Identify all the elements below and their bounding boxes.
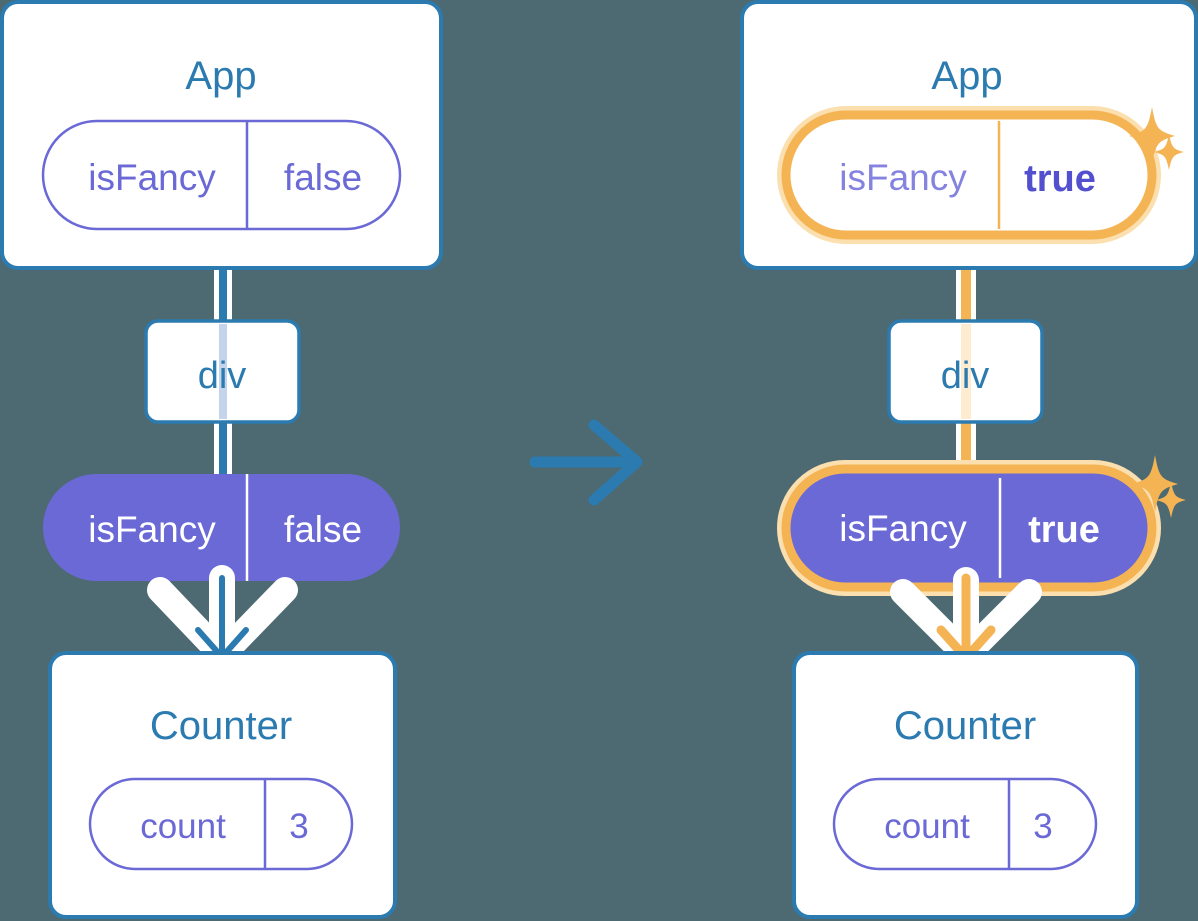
div-label-after: div [941,355,990,397]
app-pill-before [41,119,402,231]
app-pill-value-before: false [284,157,362,198]
prop-arrow-after [890,567,1042,668]
app-title-before: App [185,54,256,98]
sparkle-small-app [1154,134,1184,170]
counter-pill-value-after: 3 [1033,807,1052,846]
prop-pill-before [43,474,400,581]
div-box-after [887,319,1044,424]
prop-pill-value-before: false [284,509,362,550]
app-pill-value-after: true [1024,158,1096,200]
div-box-before [144,319,301,424]
counter-title-before: Counter [150,704,292,748]
counter-title-after: Counter [894,704,1036,748]
counter-pill-before [88,777,354,871]
app-title-after: App [931,54,1002,98]
div-label-before: div [198,355,247,397]
app-pill-key-after: isFancy [839,157,967,198]
counter-pill-after [832,777,1098,871]
sparkle-large-prop [1132,455,1178,512]
prop-pill-key-before: isFancy [88,509,216,550]
prop-pill-value-after: true [1028,509,1100,551]
prop-arrow-before [147,565,298,668]
arrow-right-icon [529,419,643,506]
sparkle-small-prop [1156,482,1186,518]
app-pill-key-before: isFancy [88,157,216,198]
prop-pill-key-after: isFancy [839,508,967,549]
sparkle-large-app [1129,107,1175,164]
app-pill-after [777,106,1161,244]
counter-pill-value-before: 3 [289,807,308,846]
counter-pill-key-after: count [884,807,970,846]
counter-pill-key-before: count [140,807,226,846]
